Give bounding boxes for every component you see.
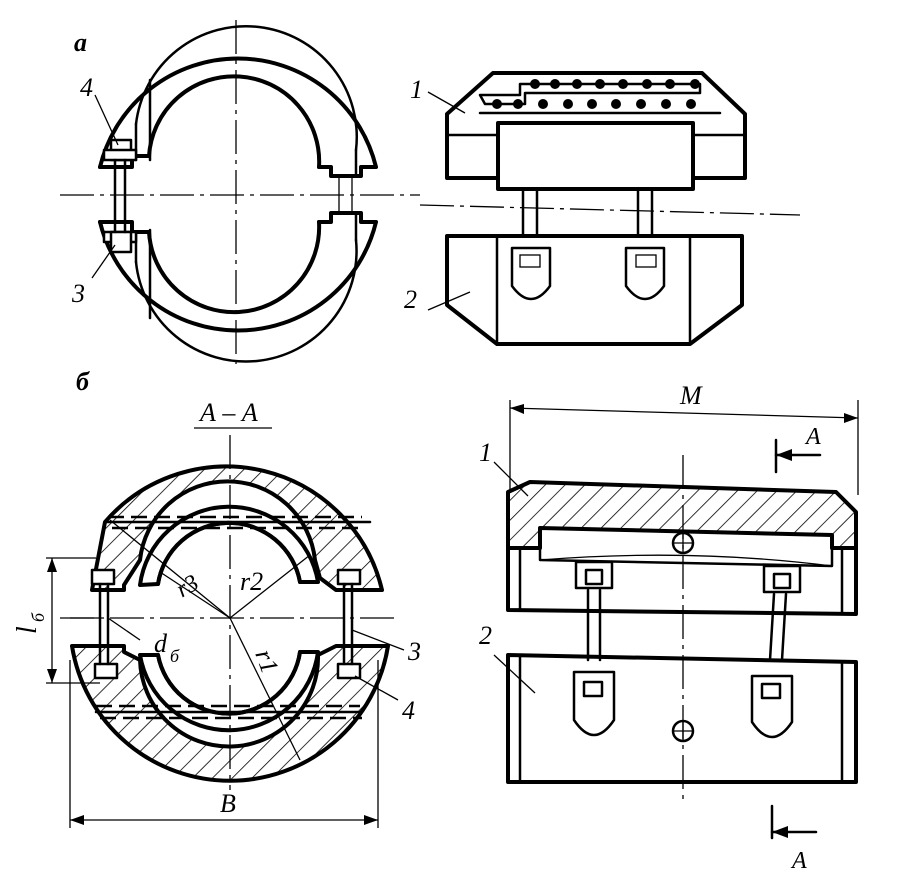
dim-l-sub: б bbox=[28, 612, 48, 622]
label-part-3-b: 3 bbox=[407, 637, 421, 666]
label-part-3-a: 3 bbox=[71, 279, 85, 308]
label-part-1-a: 1 bbox=[410, 75, 423, 104]
dim-M: М bbox=[679, 381, 703, 410]
label-part-2-a: 2 bbox=[404, 285, 417, 314]
label-part-4-a: 4 bbox=[80, 73, 93, 102]
dim-d-sub: б bbox=[170, 646, 180, 666]
section-title: А – А bbox=[198, 398, 258, 427]
label-fig-a: а bbox=[74, 28, 87, 57]
section-mark-bottom: А bbox=[790, 848, 807, 874]
radius-r1: r1 bbox=[249, 645, 284, 677]
fig-a-side-view: 1 2 bbox=[404, 71, 801, 346]
label-fig-b: б bbox=[76, 367, 90, 396]
radius-r2: r2 bbox=[240, 567, 263, 596]
fig-a-ring-view: а 4 3 bbox=[60, 20, 420, 370]
heater-dots bbox=[492, 79, 700, 109]
dim-B: В bbox=[220, 789, 236, 818]
label-part-2-b: 2 bbox=[479, 621, 492, 650]
fig-b-section-view: б А – А r3 r2 r1 bbox=[12, 367, 421, 828]
dim-l: l bbox=[12, 626, 43, 634]
section-mark-top: А bbox=[804, 424, 821, 450]
label-part-4-b: 4 bbox=[402, 696, 415, 725]
label-part-1-b: 1 bbox=[479, 438, 492, 467]
dim-d: d bbox=[154, 629, 168, 658]
fig-b-side-view: М А А bbox=[479, 381, 859, 874]
